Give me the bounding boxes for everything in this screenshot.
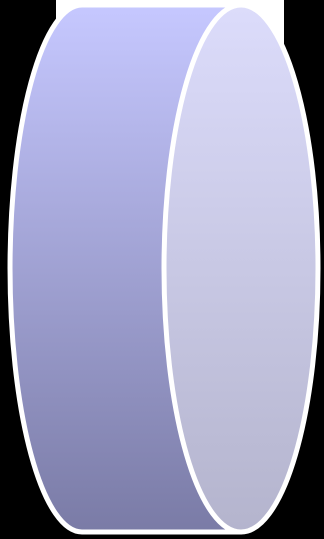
cylinder-end-face [164, 5, 318, 532]
